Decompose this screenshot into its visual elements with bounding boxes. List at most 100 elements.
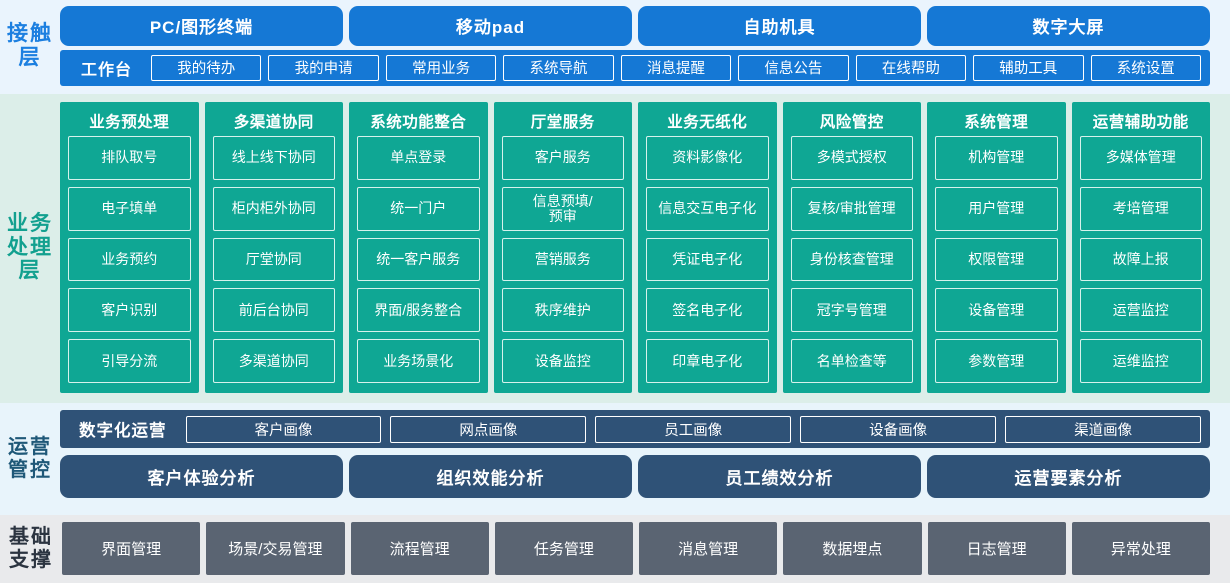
- business-item[interactable]: 凭证电子化: [646, 237, 769, 282]
- business-item[interactable]: 身份核查管理: [790, 237, 913, 282]
- portrait-item[interactable]: 客户画像: [185, 415, 382, 443]
- workbench-item[interactable]: 在线帮助: [855, 54, 967, 81]
- workbench-item[interactable]: 消息提醒: [620, 54, 732, 81]
- business-column-title: 系统管理: [964, 114, 1029, 131]
- business-column-items: 单点登录 统一门户 统一客户服务 界面/服务整合 业务场景化: [357, 136, 480, 383]
- workbench-bar: 工作台 我的待办 我的申请 常用业务 系统导航 消息提醒 信息公告 在线帮助 辅…: [60, 49, 1210, 86]
- business-layer-label: 业务处理层: [0, 102, 60, 393]
- analysis-row: 客户体验分析 组织效能分析 员工绩效分析 运营要素分析: [60, 455, 1210, 498]
- business-item[interactable]: 印章电子化: [646, 339, 769, 383]
- business-item[interactable]: 厅堂协同: [212, 237, 335, 282]
- business-item[interactable]: 信息预填/ 预审: [501, 186, 624, 231]
- business-item[interactable]: 信息交互电子化: [646, 186, 769, 231]
- business-item[interactable]: 多媒体管理: [1079, 136, 1202, 180]
- business-column-title: 厅堂服务: [530, 114, 595, 131]
- business-item[interactable]: 故障上报: [1079, 237, 1202, 282]
- business-column-items: 排队取号 电子填单 业务预约 客户识别 引导分流: [68, 136, 191, 383]
- operations-layer-label: 运营管控: [0, 410, 60, 507]
- foundation-item[interactable]: 场景/交易管理: [206, 522, 345, 575]
- business-item[interactable]: 引导分流: [68, 339, 191, 383]
- foundation-item[interactable]: 任务管理: [494, 522, 633, 575]
- business-item[interactable]: 运营监控: [1079, 288, 1202, 333]
- business-item[interactable]: 客户识别: [68, 288, 191, 333]
- business-item[interactable]: 考培管理: [1079, 186, 1202, 231]
- business-item[interactable]: 线上线下协同: [212, 136, 335, 180]
- business-column: 厅堂服务 客户服务 信息预填/ 预审 营销服务 秩序维护 设备监控: [493, 102, 632, 393]
- foundation-item[interactable]: 数据埋点: [783, 522, 922, 575]
- business-item[interactable]: 用户管理: [935, 186, 1058, 231]
- foundation-item[interactable]: 界面管理: [62, 522, 201, 575]
- portrait-item[interactable]: 渠道画像: [1005, 415, 1202, 443]
- business-item[interactable]: 运维监控: [1079, 339, 1202, 383]
- contact-layer: 接触层 PC/图形终端 移动pad 自助机具 数字大屏 工作台 我的待办 我的申…: [0, 0, 1230, 94]
- analysis-item[interactable]: 组织效能分析: [349, 455, 632, 498]
- business-column: 系统管理 机构管理 用户管理 权限管理 设备管理 参数管理: [927, 102, 1066, 393]
- terminal-chip[interactable]: 自助机具: [638, 6, 921, 46]
- business-item[interactable]: 设备管理: [935, 288, 1058, 333]
- business-item[interactable]: 统一门户: [357, 186, 480, 231]
- business-item[interactable]: 权限管理: [935, 237, 1058, 282]
- workbench-title: 工作台: [81, 61, 133, 79]
- business-item[interactable]: 业务场景化: [357, 339, 480, 383]
- business-column-items: 客户服务 信息预填/ 预审 营销服务 秩序维护 设备监控: [501, 136, 624, 383]
- analysis-item[interactable]: 运营要素分析: [927, 455, 1210, 498]
- business-column-title: 业务预处理: [89, 114, 170, 131]
- business-item[interactable]: 业务预约: [68, 237, 191, 282]
- business-item[interactable]: 界面/服务整合: [357, 288, 480, 333]
- portrait-item[interactable]: 员工画像: [595, 415, 792, 443]
- workbench-item[interactable]: 我的申请: [268, 54, 379, 81]
- workbench-item[interactable]: 系统设置: [1090, 54, 1201, 81]
- business-column: 多渠道协同 线上线下协同 柜内柜外协同 厅堂协同 前后台协同 多渠道协同: [204, 102, 343, 393]
- foundation-layer-label: 基础支撑: [0, 522, 62, 575]
- analysis-item[interactable]: 员工绩效分析: [638, 455, 921, 498]
- business-item[interactable]: 复核/审批管理: [790, 186, 913, 231]
- business-item[interactable]: 参数管理: [935, 339, 1058, 383]
- business-item[interactable]: 秩序维护: [501, 288, 624, 333]
- workbench-item[interactable]: 辅助工具: [973, 54, 1084, 81]
- business-columns: 业务预处理 排队取号 电子填单 业务预约 客户识别 引导分流 多渠道协同 线上线…: [60, 102, 1210, 393]
- foundation-item[interactable]: 消息管理: [639, 522, 778, 575]
- business-item[interactable]: 名单检查等: [790, 339, 913, 383]
- business-item[interactable]: 统一客户服务: [357, 237, 480, 282]
- workbench-item[interactable]: 常用业务: [385, 54, 497, 81]
- business-item[interactable]: 客户服务: [501, 136, 624, 180]
- terminal-chip[interactable]: 移动pad: [349, 6, 632, 46]
- terminal-chip[interactable]: 数字大屏: [927, 6, 1210, 46]
- business-item[interactable]: 多模式授权: [790, 136, 913, 180]
- business-item[interactable]: 设备监控: [501, 339, 624, 383]
- business-column-items: 资料影像化 信息交互电子化 凭证电子化 签名电子化 印章电子化: [646, 136, 769, 383]
- operations-layer: 运营管控 数字化运营 客户画像 网点画像 员工画像 设备画像 渠道画像 客户体验…: [0, 403, 1230, 515]
- terminal-chip[interactable]: PC/图形终端: [60, 6, 343, 46]
- workbench-item[interactable]: 系统导航: [503, 54, 614, 81]
- business-item[interactable]: 营销服务: [501, 237, 624, 282]
- business-item[interactable]: 机构管理: [935, 136, 1058, 180]
- business-item[interactable]: 冠字号管理: [790, 288, 913, 333]
- business-column: 业务预处理 排队取号 电子填单 业务预约 客户识别 引导分流: [60, 102, 199, 393]
- business-item[interactable]: 前后台协同: [212, 288, 335, 333]
- business-layer-label-text: 业务处理层: [7, 212, 53, 283]
- foundation-row: 界面管理 场景/交易管理 流程管理 任务管理 消息管理 数据埋点 日志管理 异常…: [62, 522, 1210, 575]
- analysis-item[interactable]: 客户体验分析: [60, 455, 343, 498]
- business-item[interactable]: 资料影像化: [646, 136, 769, 180]
- business-item[interactable]: 排队取号: [68, 136, 191, 180]
- business-item[interactable]: 签名电子化: [646, 288, 769, 333]
- foundation-item[interactable]: 日志管理: [927, 522, 1066, 575]
- business-column-title: 风险管控: [819, 114, 884, 131]
- foundation-layer-body: 界面管理 场景/交易管理 流程管理 任务管理 消息管理 数据埋点 日志管理 异常…: [62, 522, 1230, 575]
- portrait-item[interactable]: 设备画像: [800, 415, 997, 443]
- workbench-item[interactable]: 我的待办: [151, 54, 262, 81]
- contact-layer-label-text: 接触层: [7, 22, 53, 69]
- business-item[interactable]: 单点登录: [357, 136, 480, 180]
- portrait-bar: 数字化运营 客户画像 网点画像 员工画像 设备画像 渠道画像: [60, 410, 1210, 448]
- business-column: 风险管控 多模式授权 复核/审批管理 身份核查管理 冠字号管理 名单检查等: [782, 102, 921, 393]
- business-item[interactable]: 电子填单: [68, 186, 191, 231]
- workbench-item[interactable]: 信息公告: [738, 54, 849, 81]
- operations-layer-body: 数字化运营 客户画像 网点画像 员工画像 设备画像 渠道画像 客户体验分析 组织…: [60, 410, 1230, 507]
- foundation-item[interactable]: 流程管理: [350, 522, 489, 575]
- business-layer-body: 业务预处理 排队取号 电子填单 业务预约 客户识别 引导分流 多渠道协同 线上线…: [60, 102, 1230, 393]
- business-item[interactable]: 柜内柜外协同: [212, 186, 335, 231]
- portrait-item[interactable]: 网点画像: [390, 415, 587, 443]
- foundation-item[interactable]: 异常处理: [1071, 522, 1210, 575]
- business-layer: 业务处理层 业务预处理 排队取号 电子填单 业务预约 客户识别 引导分流 多渠道…: [0, 94, 1230, 403]
- business-item[interactable]: 多渠道协同: [212, 339, 335, 383]
